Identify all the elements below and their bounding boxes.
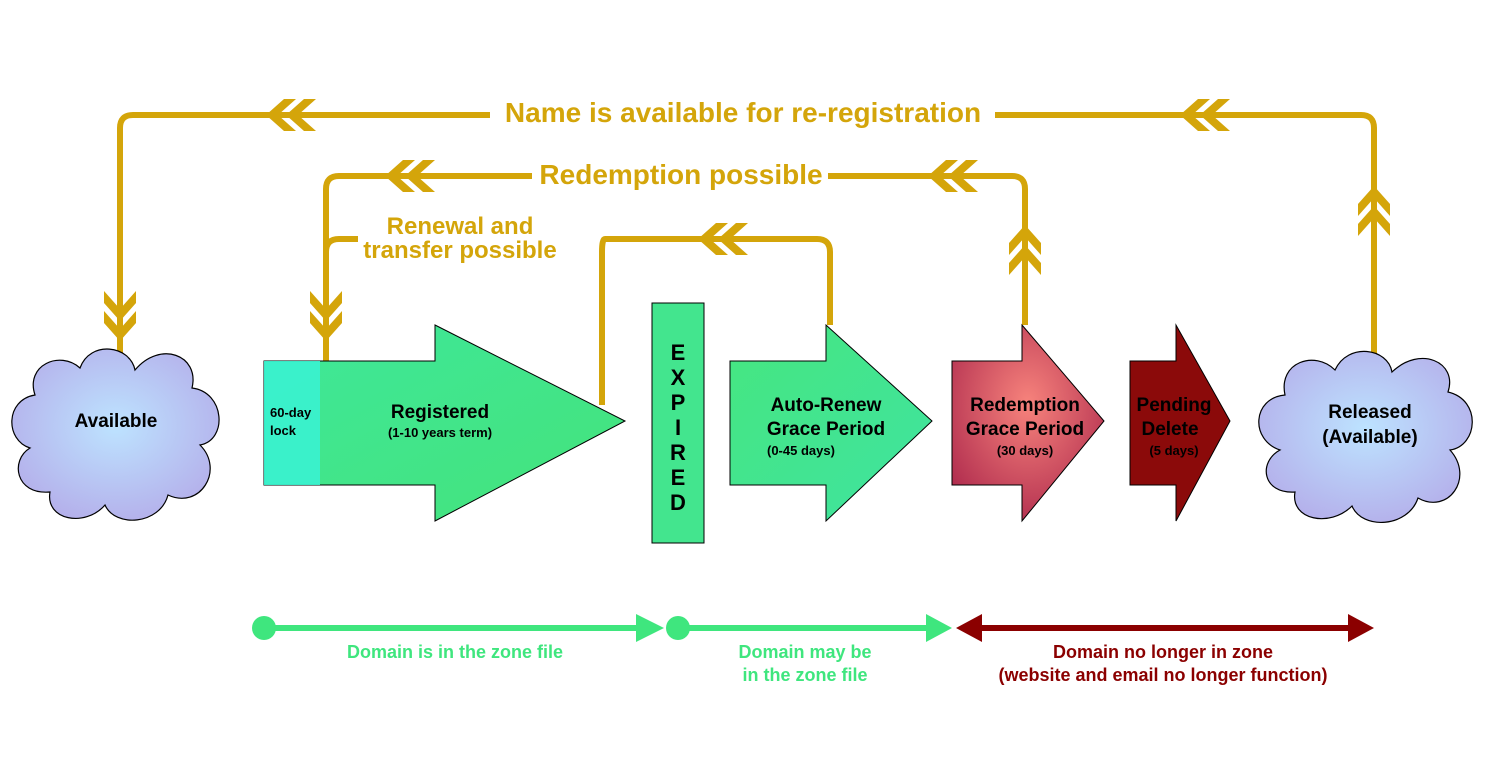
renewal-label-line2: transfer possible xyxy=(363,237,556,264)
expired-letter: E xyxy=(671,340,686,365)
chevron-down-icon xyxy=(310,311,342,341)
renewal-label-line1: Renewal and xyxy=(387,213,534,240)
expired-letter: X xyxy=(671,365,686,390)
pending-title-line1: Pending xyxy=(1137,395,1212,416)
released-cloud: Released (Available) xyxy=(1258,350,1473,524)
expired-letter: R xyxy=(670,440,686,465)
pending-sub: (5 days) xyxy=(1149,443,1198,458)
chevron-up-icon xyxy=(1009,245,1041,275)
arrowhead-right-icon xyxy=(636,614,664,642)
autorenew-arrow: Auto-Renew Grace Period (0-45 days) xyxy=(729,323,933,523)
autorenew-title-line1: Auto-Renew xyxy=(771,395,882,416)
reregistration-label-bg xyxy=(490,95,995,135)
redemption-label: Redemption possible xyxy=(539,159,822,190)
cloud-icon xyxy=(11,348,220,521)
expired-letter: P xyxy=(671,390,686,415)
chevron-left-icon xyxy=(718,223,748,255)
chevron-up-icon xyxy=(1358,186,1390,216)
expired-bar-shape xyxy=(651,302,705,544)
released-label-line2: (Available) xyxy=(1322,427,1417,448)
autorenew-sub: (0-45 days) xyxy=(767,443,835,458)
renewal-loop xyxy=(323,236,833,405)
available-cloud: Available xyxy=(11,348,220,521)
autorenew-arrow-shape xyxy=(729,323,933,523)
renewal-loop-left-line xyxy=(323,236,370,253)
redemption-arrow-shape xyxy=(951,323,1105,523)
registered-title: Registered xyxy=(391,402,489,423)
renewal-loop-line xyxy=(599,236,833,405)
expired-bar: E X P I R E D xyxy=(651,302,705,544)
timeline-maybe-label-line2: in the zone file xyxy=(742,665,867,685)
pending-title-line2: Delete xyxy=(1141,419,1198,440)
redemption-label-bg xyxy=(532,157,828,195)
lock-segment xyxy=(264,361,320,485)
chevron-left-icon xyxy=(1180,99,1210,131)
chevron-left-icon xyxy=(948,160,978,192)
arrowhead-left-icon xyxy=(956,614,982,642)
redemption-sub: (30 days) xyxy=(997,443,1053,458)
timeline-maybe-label-line1: Domain may be xyxy=(738,642,871,662)
reregistration-loop xyxy=(117,112,1377,378)
expired-letter: I xyxy=(675,415,681,440)
chevron-down-icon xyxy=(104,311,136,341)
chevron-down-icon xyxy=(310,291,342,321)
timeline-nozone-label-line2: (website and email no longer function) xyxy=(998,665,1327,685)
chevron-left-icon xyxy=(385,160,415,192)
chevron-left-icon xyxy=(698,223,728,255)
reregistration-label: Name is available for re-registration xyxy=(505,97,981,128)
renewal-label-bg xyxy=(358,213,562,265)
pending-delete-arrow-shape xyxy=(1129,323,1231,522)
timeline-nozone-label-line1: Domain no longer in zone xyxy=(1053,642,1273,662)
chevron-left-icon xyxy=(286,99,316,131)
expired-letter: E xyxy=(671,465,686,490)
chevron-down-icon xyxy=(104,291,136,321)
arrowhead-right-icon xyxy=(1348,614,1374,642)
chevron-left-icon xyxy=(266,99,296,131)
chevron-left-icon xyxy=(928,160,958,192)
lock-label-line2: lock xyxy=(270,423,297,438)
timeline: Domain is in the zone file Domain may be… xyxy=(252,614,1374,685)
registered-arrow: 60-day lock Registered (1-10 years term) xyxy=(263,324,627,522)
pending-delete-arrow: Pending Delete (5 days) xyxy=(1129,323,1231,522)
chevron-up-icon xyxy=(1358,206,1390,236)
chevron-left-icon xyxy=(405,160,435,192)
registered-sub: (1-10 years term) xyxy=(388,425,492,440)
chevron-left-icon xyxy=(1200,99,1230,131)
arrowhead-right-icon xyxy=(926,614,952,642)
released-label-line1: Released xyxy=(1328,402,1411,423)
available-label: Available xyxy=(75,411,158,432)
expired-letter: D xyxy=(670,490,686,515)
redemption-title-line1: Redemption xyxy=(970,395,1080,416)
autorenew-title-line2: Grace Period xyxy=(767,419,885,440)
cloud-icon xyxy=(1258,350,1473,524)
timeline-zone-label: Domain is in the zone file xyxy=(347,642,563,662)
lock-label-line1: 60-day xyxy=(270,405,312,420)
reregistration-loop-line xyxy=(117,112,1377,378)
chevron-up-icon xyxy=(1009,225,1041,255)
redemption-arrow: Redemption Grace Period (30 days) xyxy=(951,323,1105,523)
redemption-title-line2: Grace Period xyxy=(966,419,1084,440)
